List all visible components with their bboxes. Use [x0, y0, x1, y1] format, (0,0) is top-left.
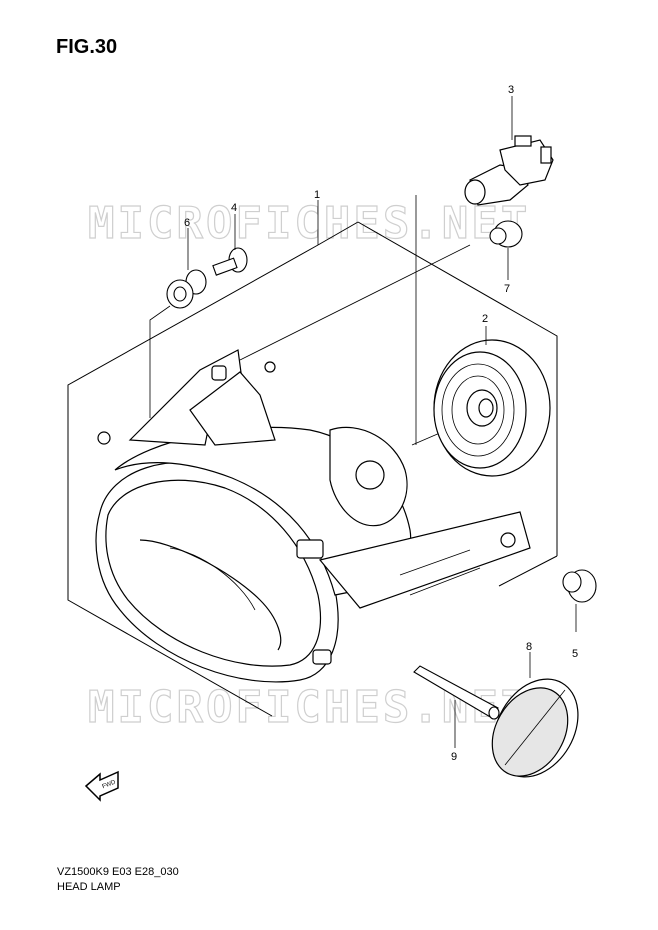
assembly-outline [67, 221, 558, 717]
callout-1: 1 [314, 189, 320, 201]
callout-labels: 1 2 3 4 5 6 7 8 9 [184, 84, 578, 763]
callout-6: 6 [184, 217, 190, 229]
grommet-5 [562, 569, 597, 603]
watermark-top: MICROFICHES.NET [88, 198, 530, 249]
leader-lines [187, 96, 577, 748]
callout-2: 2 [482, 313, 488, 325]
forward-label: FWD [102, 779, 118, 790]
callout-4: 4 [231, 202, 237, 214]
figure-title: FIG.30 [56, 36, 118, 58]
headlamp-housing [95, 349, 531, 683]
callout-5: 5 [572, 648, 578, 660]
forward-arrow-icon: FWD [84, 770, 119, 802]
assembly-name: HEAD LAMP [57, 881, 121, 893]
reflector-ring [433, 339, 551, 477]
callout-3: 3 [508, 84, 514, 96]
model-code: VZ1500K9 E03 E28_030 [57, 866, 179, 878]
pin [413, 665, 500, 720]
grommet-6 [166, 269, 207, 309]
callout-8: 8 [526, 641, 532, 653]
reflector [491, 678, 579, 778]
grommet-7 [489, 220, 523, 248]
screw [212, 247, 248, 276]
callout-7: 7 [504, 283, 510, 295]
bulb [464, 135, 554, 206]
callout-9: 9 [451, 751, 457, 763]
